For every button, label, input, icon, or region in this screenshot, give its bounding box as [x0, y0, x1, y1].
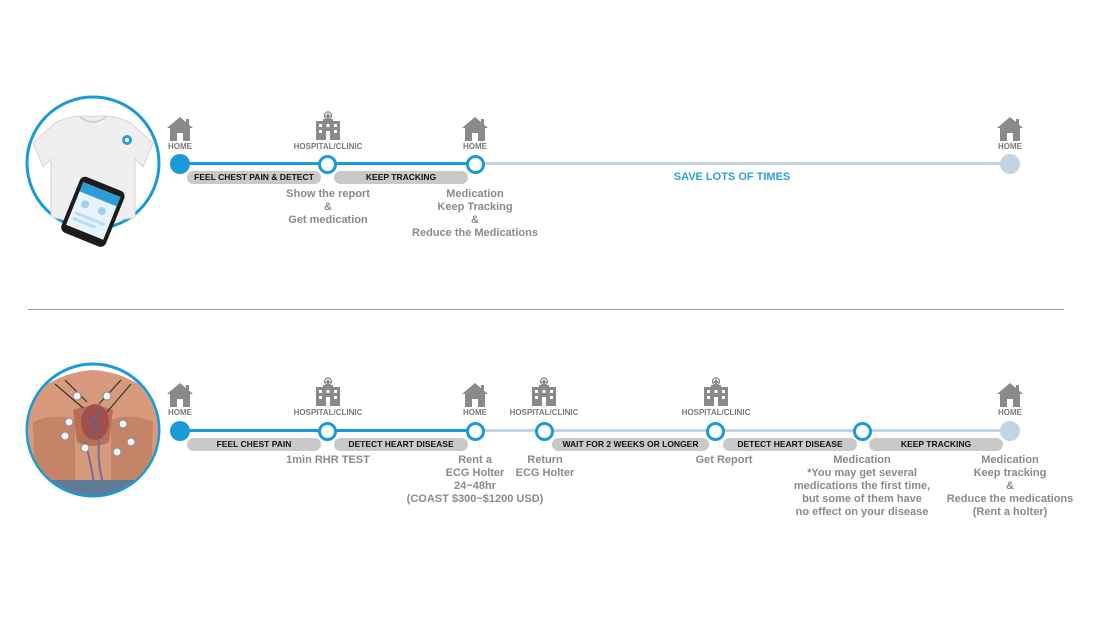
stop-label: HOSPITAL/CLINIC — [293, 142, 363, 151]
stop-label: HOME — [168, 142, 192, 151]
stop-label: HOME — [463, 142, 487, 151]
bottom-node — [318, 422, 337, 441]
segment-pill: DETECT HEART DISEASE — [723, 438, 857, 451]
home-icon — [461, 382, 489, 408]
stop-label: HOSPITAL/CLINIC — [293, 408, 363, 417]
home-icon — [166, 116, 194, 142]
segment-pill: FEEL CHEST PAIN & DETECT — [187, 171, 321, 184]
home-icon — [996, 116, 1024, 142]
stop-label: HOME — [998, 142, 1022, 151]
hospital-icon — [314, 111, 342, 141]
step-note: Show the report&Get medication — [286, 188, 370, 226]
section-divider — [28, 309, 1064, 310]
segment-pill: KEEP TRACKING — [869, 438, 1003, 451]
stop-label: HOSPITAL/CLINIC — [509, 408, 579, 417]
holter-chest-image — [25, 362, 161, 498]
top-node-home — [466, 155, 485, 174]
bottom-node-start — [170, 421, 190, 441]
stop-label: HOME — [998, 408, 1022, 417]
hospital-icon — [530, 377, 558, 407]
stop-label: HOME — [463, 408, 487, 417]
stop-label: HOSPITAL/CLINIC — [681, 408, 751, 417]
step-note: 1min RHR TEST — [286, 454, 370, 466]
home-icon — [996, 382, 1024, 408]
home-icon — [461, 116, 489, 142]
bottom-node — [535, 422, 554, 441]
hospital-icon — [314, 377, 342, 407]
top-node-end — [1000, 154, 1020, 174]
segment-pill: WAIT FOR 2 WEEKS OR LONGER — [552, 438, 709, 451]
bottom-node — [466, 422, 485, 441]
segment-pill: KEEP TRACKING — [334, 171, 468, 184]
segment-pill: FEEL CHEST PAIN — [187, 438, 321, 451]
top-node-hospital — [318, 155, 337, 174]
step-note: Get Report — [695, 454, 753, 466]
bottom-node — [706, 422, 725, 441]
stop-label: HOME — [168, 408, 192, 417]
ecg-shirt-image — [25, 95, 161, 247]
top-node-start — [170, 154, 190, 174]
home-icon — [166, 382, 194, 408]
bottom-node — [853, 422, 872, 441]
highlight-text: SAVE LOTS OF TIMES — [673, 171, 791, 183]
top-track-remaining — [476, 162, 1010, 165]
segment-pill: DETECT HEART DISEASE — [334, 438, 468, 451]
bottom-track-remaining — [476, 429, 1010, 432]
bottom-node-end — [1000, 421, 1020, 441]
hospital-icon — [702, 377, 730, 407]
